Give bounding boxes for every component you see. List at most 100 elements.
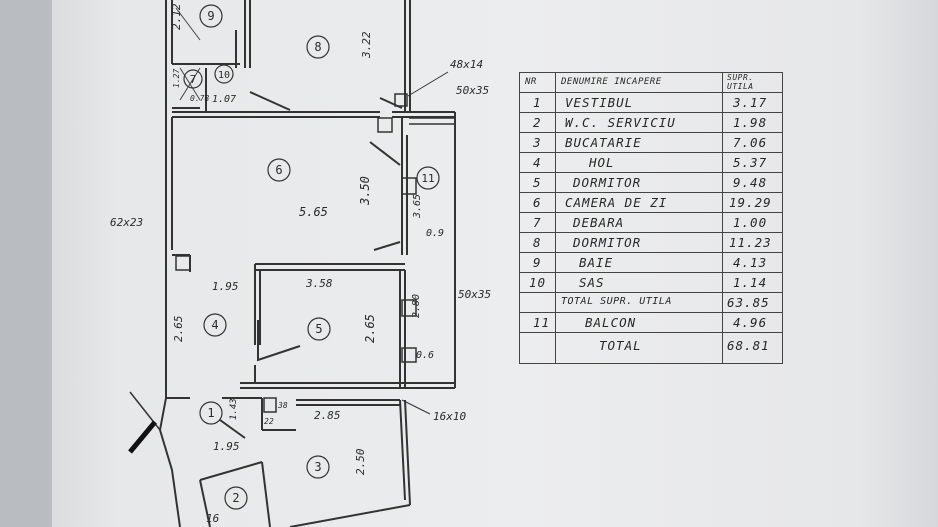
room-number: 8 [314, 40, 321, 54]
table-rule [519, 212, 783, 213]
table-rule [722, 72, 723, 364]
row-name: DORMITOR [573, 175, 642, 190]
leader-line [407, 71, 449, 97]
dimension-label: 2.65 [363, 314, 377, 343]
table-rule [519, 72, 783, 73]
row-name: SAS [579, 275, 605, 290]
row-nr: 1 [533, 95, 542, 110]
room-5-circle [307, 317, 331, 341]
room-number: 9 [207, 9, 214, 23]
opening-label: 62x23 [110, 216, 143, 229]
room-9-circle [199, 4, 223, 28]
column-header-name: DENUMIRE INCAPERE [561, 77, 662, 87]
dimension-label: 3.50 [358, 176, 372, 206]
table-rule [519, 272, 783, 273]
dimension-label: 2.65 [172, 316, 185, 343]
dimension-label: 0.78 [190, 94, 209, 103]
table-rule [519, 152, 783, 153]
dimension-label: 5.65 [299, 205, 328, 219]
row-name: BAIE [579, 255, 614, 270]
leader-line [401, 399, 431, 415]
sheet-shadow-edge [0, 0, 52, 527]
room-number: 5 [315, 322, 322, 336]
row-area: 5.37 [733, 155, 768, 170]
row-area: 9.48 [733, 175, 768, 190]
dimension-label: 2.50 [354, 448, 367, 475]
dimension-label: 22 [264, 417, 274, 426]
room-numbers: 9 8 7 10 6 11 4 5 1 3 2 [190, 9, 435, 505]
room-number: 2 [232, 491, 239, 505]
row-nr: 6 [533, 195, 542, 210]
table-rule [519, 252, 783, 253]
room-11-circle [416, 166, 440, 190]
dimension-label: 0.6 [416, 350, 434, 361]
row-area: 1.14 [733, 275, 768, 290]
opening-label: 50x35 [456, 84, 489, 97]
row-area: 3.17 [733, 95, 768, 110]
room-number: 11 [421, 172, 434, 185]
table-rule [555, 72, 556, 364]
row-area: 19.29 [729, 195, 772, 210]
room-4-circle [203, 313, 227, 337]
room-3-circle [306, 455, 330, 479]
row-area: 1.98 [733, 115, 768, 130]
plan-openings [129, 93, 455, 431]
opening-label: 50x35 [458, 288, 491, 301]
room-number: 6 [275, 163, 282, 177]
bath-hatch [175, 7, 201, 41]
dimension-label: 3.58 [305, 277, 333, 290]
table-rule [519, 232, 783, 233]
table-rule [519, 312, 783, 313]
room-number: 7 [190, 73, 197, 86]
row-nr: 3 [533, 135, 542, 150]
table-rule [519, 92, 783, 93]
table-rule [782, 72, 783, 364]
row-name: BALCON [585, 315, 637, 330]
room-7-circle [183, 69, 203, 89]
dimension-label: 1.43 [229, 398, 239, 420]
row-name: CAMERA DE ZI [565, 195, 668, 210]
dimension-labels: 2.12 3.22 1.07 1.27 0.78 5.65 3.50 3.65 … [170, 3, 444, 525]
room-10-circle [214, 64, 234, 84]
opening-label: 48x14 [450, 58, 483, 71]
row-name: BUCATARIE [565, 135, 642, 150]
entrance-marker [128, 420, 157, 454]
table-rule [519, 132, 783, 133]
row-nr: 7 [533, 215, 542, 230]
room-number: 10 [218, 70, 230, 81]
room-number: 1 [207, 406, 214, 420]
table-rule [519, 292, 783, 293]
plan-walls [158, 0, 456, 527]
total-value: 68.81 [727, 338, 770, 353]
total-label: TOTAL [599, 338, 642, 353]
row-area: 7.06 [733, 135, 768, 150]
row-name: W.C. SERVICIU [565, 115, 676, 130]
table-rule [519, 192, 783, 193]
table-rule [519, 172, 783, 173]
dimension-label: 2.12 [170, 3, 183, 30]
row-area: 4.13 [733, 255, 768, 270]
dimension-label: 2.85 [314, 409, 341, 422]
dimension-label: 3.22 [360, 31, 373, 59]
debara-hatch [179, 67, 201, 101]
total-util-label: TOTAL SUPR. UTILA [561, 296, 672, 307]
dimension-label: 1.95 [213, 440, 240, 453]
total-util-value: 63.85 [727, 295, 770, 310]
table-rule [519, 332, 783, 333]
opening-label: 16x10 [433, 410, 466, 423]
dimension-label: 3.65 [412, 194, 423, 219]
row-nr: 8 [533, 235, 542, 250]
row-name: DEBARA [573, 215, 625, 230]
room-number: 4 [211, 318, 218, 332]
row-nr: 9 [533, 255, 542, 270]
row-nr: 10 [529, 275, 547, 290]
row-area: 11.23 [729, 235, 772, 250]
table-rule [519, 72, 520, 364]
room-6-circle [267, 158, 291, 182]
room-8-circle [306, 35, 330, 59]
row-name: HOL [589, 155, 615, 170]
room-markers [183, 4, 440, 510]
row-nr: 11 [533, 315, 551, 330]
table-rule [519, 363, 783, 364]
row-name: VESTIBUL [565, 95, 634, 110]
